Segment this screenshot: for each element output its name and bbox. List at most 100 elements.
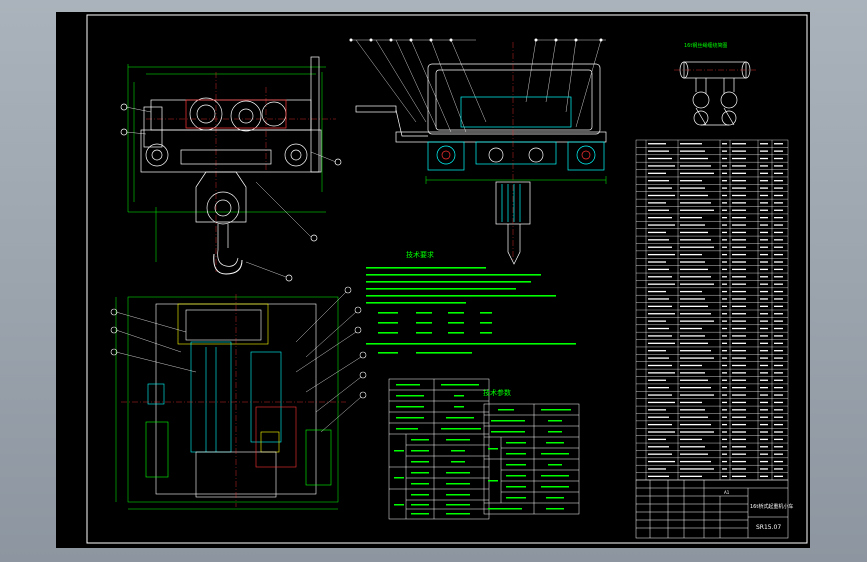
parts-cell-entry <box>732 224 746 226</box>
parts-cell-entry <box>774 401 783 404</box>
parts-cell-entry <box>648 217 672 219</box>
parts-cell-entry <box>732 364 746 367</box>
parts-cell-entry <box>732 283 746 285</box>
parts-cell-entry <box>732 239 746 241</box>
parts-cell-entry <box>722 313 727 315</box>
parts-cell-entry <box>648 394 672 396</box>
parts-cell-entry <box>722 224 727 226</box>
parts-cell-entry <box>680 320 714 322</box>
parts-cell-entry <box>732 180 746 182</box>
parts-cell-entry <box>760 246 768 248</box>
parts-cell-entry <box>680 253 702 256</box>
parts-cell-entry <box>680 202 711 204</box>
parts-cell-entry <box>760 217 768 219</box>
parts-cell-entry <box>732 409 746 411</box>
parts-cell-entry <box>732 276 746 278</box>
parts-cell-entry <box>774 253 783 256</box>
parts-cell-entry <box>732 253 746 256</box>
parts-cell-entry <box>648 423 672 426</box>
parts-cell-entry <box>722 290 727 293</box>
parts-cell-entry <box>722 239 727 241</box>
parts-cell-entry <box>774 379 783 381</box>
parts-cell-entry <box>648 172 666 174</box>
parts-cell-entry <box>680 231 708 234</box>
rope-diagram-title: 16t钢丝绳缠绕简图 <box>684 42 727 49</box>
parts-cell-entry <box>760 438 768 441</box>
parts-cell-entry <box>648 342 675 344</box>
parts-cell-entry <box>722 194 727 197</box>
parts-cell-entry <box>774 475 783 478</box>
parts-cell-entry <box>774 268 783 271</box>
parts-cell-entry <box>760 327 768 330</box>
parts-cell-entry <box>680 150 705 152</box>
parts-cell-entry <box>648 150 669 152</box>
parts-cell-entry <box>774 283 783 285</box>
parts-cell-entry <box>760 224 768 226</box>
parts-cell-entry <box>774 239 783 241</box>
parts-cell-entry <box>760 460 768 463</box>
plan-view <box>110 286 367 510</box>
parts-cell-entry <box>680 446 705 448</box>
rope-winding-diagram: 16t钢丝绳缠绕简图 <box>674 42 756 126</box>
parts-cell-entry <box>774 143 783 145</box>
parts-cell-entry <box>648 209 669 211</box>
parts-cell-entry <box>680 379 708 381</box>
parts-cell-entry <box>732 172 746 174</box>
param-table-right: 技术参数 <box>483 388 580 515</box>
parts-cell-entry <box>648 453 672 455</box>
parts-cell-entry <box>648 327 669 330</box>
parts-cell-entry <box>760 276 768 278</box>
parts-cell-entry <box>760 409 768 411</box>
parts-cell-entry <box>774 364 783 367</box>
parts-cell-entry <box>648 379 666 381</box>
parts-cell-entry <box>722 298 727 300</box>
parts-cell-entry <box>680 372 705 374</box>
parts-cell-entry <box>648 313 675 315</box>
parts-cell-entry <box>760 180 768 182</box>
parts-cell-entry <box>760 364 768 367</box>
parts-cell-entry <box>760 298 768 300</box>
parts-cell-entry <box>732 231 746 234</box>
parts-cell-entry <box>760 387 768 389</box>
parts-cell-entry <box>648 409 666 411</box>
parts-cell-entry <box>760 475 768 478</box>
parts-cell-entry <box>648 187 672 189</box>
parts-cell-entry <box>774 438 783 441</box>
parts-cell-entry <box>732 460 746 463</box>
parts-cell-entry <box>732 305 746 308</box>
parts-cell-entry <box>722 342 727 344</box>
parts-cell-entry <box>722 253 727 256</box>
parts-cell-entry <box>648 253 675 256</box>
parts-cell-entry <box>680 239 711 241</box>
parts-cell-entry <box>774 387 783 389</box>
parts-cell-entry <box>680 335 705 337</box>
parts-cell-entry <box>680 157 708 160</box>
parts-cell-entry <box>722 320 727 322</box>
parts-cell-entry <box>774 261 783 263</box>
parts-cell-entry <box>774 224 783 226</box>
parts-cell-entry <box>774 357 783 359</box>
parts-cell-entry <box>680 416 708 418</box>
side-elevation-view <box>120 56 342 282</box>
parts-cell-entry <box>732 453 746 455</box>
parts-cell-entry <box>648 468 666 470</box>
parts-cell-entry <box>732 468 746 470</box>
front-elevation-view <box>349 38 607 265</box>
parts-cell-entry <box>760 261 768 263</box>
parts-cell-entry <box>680 460 711 463</box>
parts-cell-entry <box>648 446 669 448</box>
parts-cell-entry <box>722 202 727 204</box>
parts-cell-entry <box>648 438 666 441</box>
parts-cell-entry <box>648 246 672 248</box>
parts-cell-entry <box>722 364 727 367</box>
parts-cell-entry <box>648 320 666 322</box>
parts-cell-entry <box>774 180 783 182</box>
parts-cell-entry <box>648 460 675 463</box>
parts-cell-entry <box>774 394 783 396</box>
parts-cell-entry <box>760 150 768 152</box>
parts-cell-entry <box>732 327 746 330</box>
drawing-name: 16t桥式起重机小车 <box>750 503 793 510</box>
parts-cell-entry <box>722 305 727 308</box>
parts-cell-entry <box>760 172 768 174</box>
